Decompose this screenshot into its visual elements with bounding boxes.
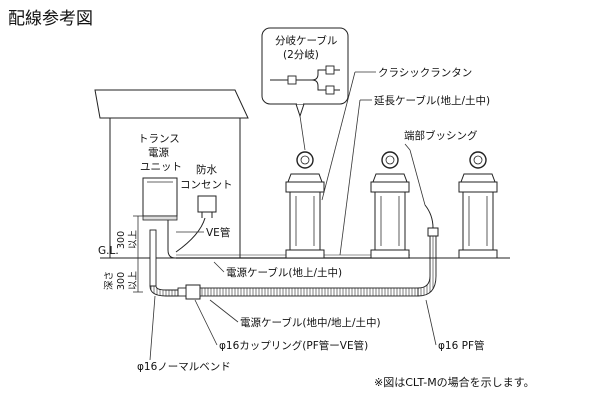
waterproof-outlet — [197, 195, 217, 218]
gl-label: G.L. — [98, 245, 119, 257]
extension-cable-label: 延長ケーブル(地上/土中) — [374, 94, 490, 107]
end-bushing — [427, 227, 439, 237]
house — [94, 89, 249, 258]
branch-cable-sublabel: (2分岐) — [283, 48, 319, 61]
branch-cable-callout — [261, 27, 349, 118]
height-value: 300 — [116, 231, 127, 249]
pf-pipe-label: φ16 PF管 — [438, 339, 485, 352]
lantern-2 — [370, 151, 410, 259]
height-dimension — [133, 215, 143, 258]
footnote: ※図はCLT-Mの場合を示します。 — [374, 375, 535, 389]
classic-lantern-label: クラシックランタン — [378, 67, 472, 79]
outlet-label-1: 防水 — [196, 163, 217, 176]
depth-value: 300 — [116, 272, 127, 290]
end-bushing-label: 端部ブッシング — [404, 129, 478, 142]
transformer-unit — [142, 177, 178, 221]
coupling — [185, 284, 201, 300]
transformer-label-2: 電源 — [148, 146, 169, 159]
depth-dimension — [133, 258, 143, 293]
power-cable-above-label: 電源ケーブル(地上/土中) — [226, 266, 342, 279]
transformer-label-1: トランス — [138, 133, 180, 145]
lantern-1 — [285, 151, 325, 259]
depth-prefix: 深さ — [104, 271, 115, 290]
diagram-title: 配線参考図 — [8, 9, 93, 29]
normal-bend-label: φ16ノーマルベンド — [137, 361, 231, 373]
power-cable-under-label: 電源ケーブル(地中/地上/土中) — [240, 316, 381, 329]
transformer-label-3: ユニット — [140, 161, 182, 173]
depth-suffix: 以上 — [128, 270, 139, 290]
ve-pipe-label: VE管 — [206, 226, 230, 239]
ve-pipe — [149, 229, 157, 287]
branch-cable-label: 分岐ケーブル — [275, 34, 337, 47]
normal-bend — [149, 285, 179, 297]
height-suffix: 以上 — [128, 229, 139, 249]
pf-pipe — [199, 235, 437, 297]
outlet-label-2: コンセント — [180, 179, 233, 191]
lantern-3 — [458, 151, 498, 259]
coupling-label: φ16カップリング(PF管ーVE管) — [219, 339, 368, 352]
